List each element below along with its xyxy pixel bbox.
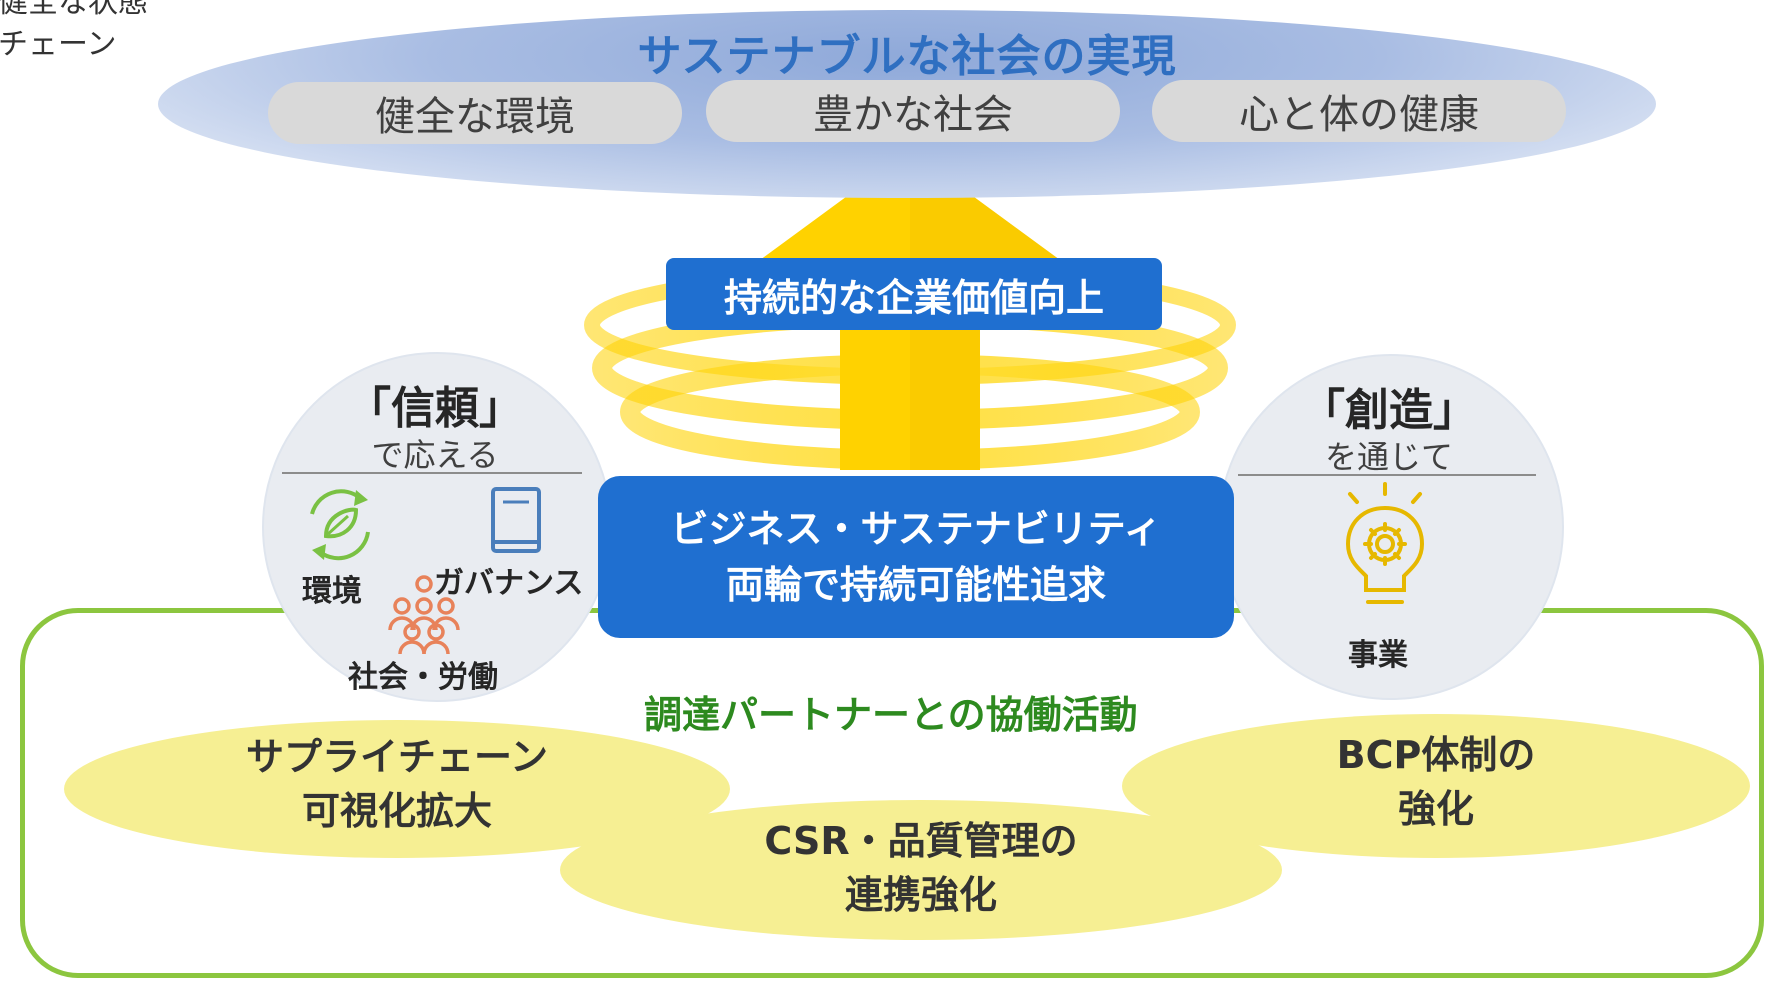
trust-divider [282,472,582,474]
partner-item-3-line2: 強化 [1397,787,1474,831]
book-icon [491,487,541,553]
partner-item-1-line1: サプライチェーン [245,735,549,779]
center-box: ビジネス・サステナビリティ 両輪で持続可能性追求 [598,476,1234,638]
partner-item-3-line1: BCP体制の [1336,733,1536,777]
goal-pillar-environment: 健全な環境 [268,82,682,144]
corner-text-line1: 健全な状態 [0,0,148,20]
goal-title: サステナブルな社会の実現 [637,31,1177,82]
create-divider [1238,474,1536,476]
partner-item-2: CSR・品質管理の 連携強化 [560,814,1282,922]
trust-heading: 「信頼」 [347,383,523,434]
create-subheading: を通じて [1324,438,1453,476]
label-environment: 環境 [302,574,362,609]
goal-pillar-health: 心と体の健康 [1152,80,1566,142]
partner-item-2-line1: CSR・品質管理の [764,819,1078,863]
partner-item-1-line2: 可視化拡大 [301,789,492,833]
people-group-icon [388,575,460,655]
goal-pillar-society: 豊かな社会 [706,80,1120,142]
trust-subheading: で応える [371,436,499,474]
arrow-label: 持続的な企業価値向上 [666,258,1162,330]
center-line1: ビジネス・サステナビリティ [670,507,1162,551]
create-heading: 「創造」 [1301,385,1477,436]
partner-item-2-line2: 連携強化 [844,873,997,917]
partner-item-blob-3 [1122,714,1750,858]
recycle-leaf-icon [310,489,370,561]
center-line2: 両輪で持続可能性追求 [725,563,1106,607]
partner-item-blob-2 [560,800,1282,940]
label-society: 社会・労働 [348,660,498,695]
partner-title: 調達パートナーとの協働活動 [644,693,1138,737]
label-governance: ガバナンス [434,566,584,601]
corner-text-line2: チェーン [0,27,117,62]
label-business: 事業 [1348,638,1408,673]
partner-item-3: BCP体制の 強化 [1122,728,1750,836]
lightbulb-gear-icon [1345,482,1425,604]
partner-item-1: サプライチェーン 可視化拡大 [64,730,730,838]
